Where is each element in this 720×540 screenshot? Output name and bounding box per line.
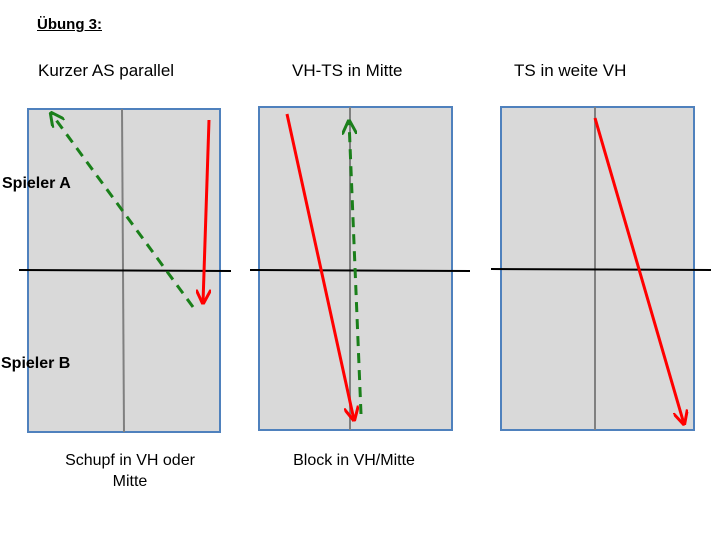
table-2 <box>249 106 471 431</box>
player-a-label: Spieler A <box>2 175 71 192</box>
table-2-caption: Block in VH/Mitte <box>293 452 415 469</box>
table-3 <box>490 106 712 431</box>
table-3-heading: TS in weite VH <box>514 61 627 80</box>
exercise-title: Übung 3: <box>37 16 102 33</box>
green-arrow-push <box>51 113 195 308</box>
table-1 <box>18 108 232 433</box>
net-line <box>18 269 232 272</box>
net-line <box>249 269 471 272</box>
green-arrow-block <box>349 121 363 415</box>
table-1-caption: Schupf in VH oder Mitte <box>65 452 195 490</box>
table-2-heading: VH-TS in Mitte <box>292 61 403 80</box>
red-arrow-serve <box>203 119 209 303</box>
player-b-label: Spieler B <box>1 355 71 372</box>
table-1-heading: Kurzer AS parallel <box>38 61 175 80</box>
red-arrow-topspin <box>593 117 684 424</box>
red-arrow-topspin <box>285 113 354 420</box>
net-line <box>490 268 712 271</box>
